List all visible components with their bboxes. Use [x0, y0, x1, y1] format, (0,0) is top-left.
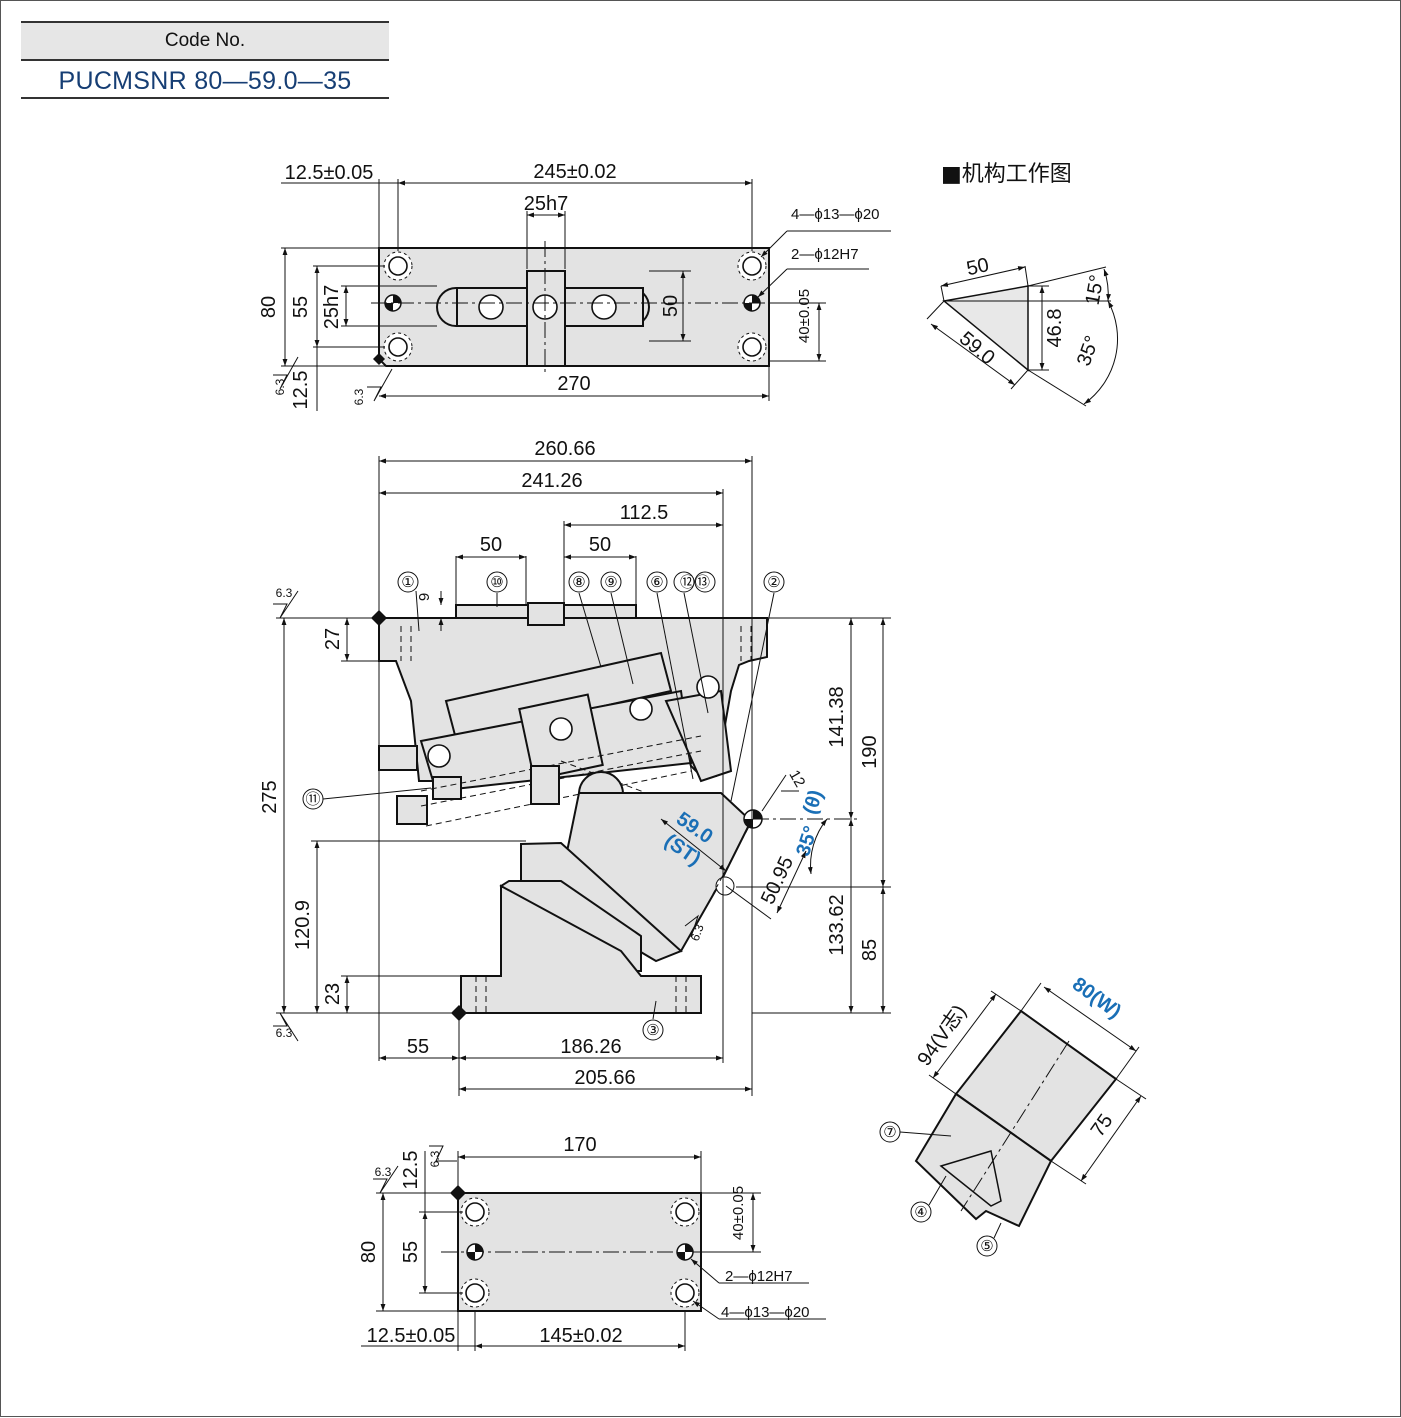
balloon-1: ①	[401, 574, 414, 591]
block-balloon-7: ⑦	[883, 1124, 896, 1141]
balloon-11: ⑪	[305, 791, 320, 808]
dim-133: 133.62	[826, 894, 848, 955]
balloon-10: ⑩	[490, 574, 503, 591]
bottom-view: 170 80 55 12.5 40±0.05 12.5±0.05 145±0.0…	[358, 1134, 826, 1351]
inclined-rail	[520, 841, 683, 963]
code-header: Code No.	[21, 21, 389, 61]
cam-block	[530, 765, 560, 805]
mech-dim-height: 46.8	[1044, 309, 1066, 348]
svg-text:12.5±0.05: 12.5±0.05	[285, 162, 374, 184]
top-note-pins: 2—ϕ12H7	[791, 246, 859, 263]
top-note-holes: 4—ϕ13—ϕ20	[791, 206, 880, 223]
code-value: PUCMSNR 80—59.0—35	[21, 61, 389, 99]
mechanism-title: ■机构工作图	[941, 162, 1072, 187]
dim-23: 23	[322, 983, 344, 1005]
dim-190: 190	[859, 735, 881, 768]
bottom-dim-pitch-x: 145±0.02	[539, 1325, 622, 1347]
dim-260: 260.66	[534, 438, 595, 460]
bolt-lower	[396, 795, 428, 825]
bottom-dim-edge: 12.5	[400, 1151, 422, 1190]
bottom-pins	[466, 1243, 694, 1261]
dim-50a: 50	[480, 534, 502, 556]
bottom-dim-length: 170	[563, 1134, 596, 1156]
balloon-8: ⑧	[572, 574, 585, 591]
mech-angle-35: 35°	[1073, 333, 1104, 369]
bottom-dim-offset: 40±0.05	[730, 1186, 747, 1240]
top-key	[527, 602, 565, 626]
roughness-3: 6.3	[688, 922, 707, 943]
bottom-note-holes: 4—ϕ13—ϕ20	[721, 1304, 810, 1321]
block-dim-v: 94(V志)	[912, 1000, 970, 1070]
top-dim-hole-pitch: 55	[290, 296, 312, 318]
balloon-6: ⑥	[650, 574, 663, 591]
balloon-3: ③	[646, 1022, 659, 1039]
bottom-dim-left: 12.5±0.05	[367, 1325, 456, 1347]
bottom-roughness-2: 6.3	[428, 1150, 442, 1167]
dim-27: 27	[322, 628, 344, 650]
counterbore-holes	[383, 251, 767, 362]
dim-120: 120.9	[292, 900, 314, 950]
mech-dim-top: 50	[965, 254, 991, 280]
dim-186: 186.26	[560, 1036, 621, 1058]
top-dim-slot-width: 50	[660, 295, 682, 317]
top-roughness-2: 6.3	[352, 388, 366, 405]
mech-angle-15: 15°	[1082, 273, 1109, 307]
angle-value: 35°	[792, 823, 822, 859]
angle-label: (θ)	[799, 787, 827, 817]
balloon-9: ⑨	[604, 574, 617, 591]
top-view: 12.5±0.05 245±0.02 25h7 270 80 55 25h7 5…	[258, 161, 891, 411]
bolt-mid	[432, 776, 462, 800]
dim-85: 85	[859, 939, 881, 961]
bottom-roughness-1: 6.3	[375, 1165, 392, 1179]
roughness-1: 6.3	[276, 586, 293, 600]
roughness-2: 6.3	[276, 1026, 293, 1040]
lower-base	[460, 884, 702, 1014]
front-view: ① ② ③ ⑥ ⑧ ⑨ ⑩ ⑪ ⑫⑬ 260.66 241.26 112.5 5…	[259, 438, 891, 1096]
top-dim-key-slot: 25h7	[321, 285, 343, 330]
dim-55: 55	[407, 1036, 429, 1058]
balloon-12-13: ⑫⑬	[680, 574, 710, 591]
dim-9: 9	[416, 593, 433, 601]
dim-12: 12	[785, 767, 808, 790]
bottom-note-pins: 2—ϕ12H7	[725, 1268, 793, 1285]
slot-hole-left	[478, 294, 504, 320]
top-dim-key: 25h7	[524, 193, 569, 215]
top-dim-left: 12.5±0.05	[285, 162, 374, 184]
block-view: ④ ⑤ ⑦ 94(V志) 80(W) 75	[879, 973, 1147, 1257]
code-box: Code No. PUCMSNR 80—59.0—35	[21, 21, 389, 99]
dim-141: 141.38	[826, 686, 848, 747]
guide-rail	[444, 651, 673, 741]
block-balloon-5: ⑤	[980, 1238, 993, 1255]
top-dim-edge: 12.5	[290, 371, 312, 410]
top-dim-length: 270	[557, 373, 590, 395]
bottom-dim-pitch-y: 55	[400, 1241, 422, 1263]
top-dim-pitch: 245±0.02	[533, 161, 616, 183]
bracket-hole	[696, 675, 720, 699]
top-dim-hole-offset: 40±0.05	[796, 289, 813, 343]
block-balloon-4: ④	[914, 1204, 927, 1221]
dim-275: 275	[259, 780, 281, 813]
top-dim-width: 80	[258, 296, 280, 318]
bottom-dim-width: 80	[358, 1241, 380, 1263]
dim-241: 241.26	[521, 470, 582, 492]
dim-50b: 50	[589, 534, 611, 556]
bolt-upper	[378, 745, 418, 771]
top-roughness-1: 6.3	[273, 378, 287, 395]
block-dim-w: 80(W)	[1068, 973, 1125, 1023]
balloon-2: ②	[767, 574, 780, 591]
slot-hole-right	[591, 294, 617, 320]
mechanism-diagram: ■机构工作图 50 59.0 46.8 15° 35°	[926, 162, 1118, 407]
dim-112: 112.5	[620, 502, 669, 524]
dim-205: 205.66	[574, 1067, 635, 1089]
